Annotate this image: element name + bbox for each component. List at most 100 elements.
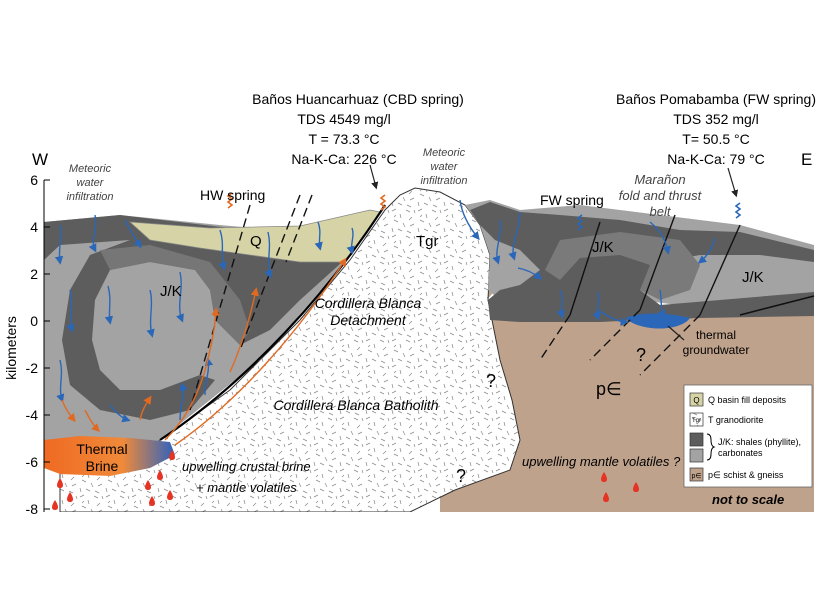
flow-arrow-blue [492, 219, 502, 265]
q-unit-label: Q [250, 233, 262, 250]
legend-swatch-jk-dark [689, 432, 704, 447]
volatile-droplet [57, 478, 63, 488]
svg-text:upwelling crustal brine: upwelling crustal brine [182, 459, 311, 474]
jk-west-label: J/K [160, 283, 182, 300]
flow-arrow-blue [66, 289, 75, 333]
y-tick-label: 4 [30, 219, 38, 235]
pomabamba-callout: Baños Pomabamba (FW spring) TDS 352 mg/l… [616, 91, 816, 167]
volatile-droplet [149, 496, 155, 506]
east-thrust [739, 295, 815, 316]
volatile-droplet [157, 470, 163, 480]
legend-text: Q basin fill deposits [708, 395, 787, 405]
east-label: E [801, 150, 812, 169]
volatile-droplet [167, 490, 173, 500]
svg-text:Thermal: Thermal [76, 441, 127, 457]
flow-arrow-blue [179, 382, 188, 421]
svg-text:infiltration: infiltration [420, 175, 467, 187]
svg-text:infiltration: infiltration [66, 191, 113, 203]
tgr-label: Tgr [416, 233, 439, 250]
flow-arrow-orange [229, 287, 259, 373]
detachment-label: Cordillera Blanca Detachment [315, 295, 422, 328]
flow-arrow-blue [697, 237, 716, 264]
y-axis [43, 179, 50, 512]
huancarhuaz-callout: Baños Huancarhuaz (CBD spring) TDS 4549 … [252, 91, 464, 167]
meteoric-west-label: Meteoric water infiltration [66, 163, 113, 203]
volatile-droplet [67, 492, 73, 502]
volatile-droplet [603, 492, 609, 502]
jk-east1-label: J/K [592, 239, 614, 256]
y-tick-labels: 6 4 2 0 -2 -4 -6 -8 [26, 172, 39, 517]
thermal-brine-body [44, 436, 175, 476]
legend-swatch-tgr [689, 412, 704, 427]
groundwater-callout-line [667, 325, 685, 341]
faults [159, 194, 815, 441]
fw-fault-2 [639, 214, 676, 311]
flow-arrow-blue [346, 227, 355, 255]
flow-arrow-blue [146, 289, 155, 338]
maranon-label: Marañon fold and thrust belt [619, 172, 703, 219]
svg-text:Cordillera Blanca: Cordillera Blanca [315, 295, 422, 311]
volatile-droplets [52, 450, 639, 510]
volatile-droplet [52, 500, 58, 510]
volatile-droplet [145, 480, 151, 490]
flow-arrow-blue [459, 199, 480, 241]
pomabamba-spring-squiggle [734, 202, 742, 219]
callout-line: Baños Huancarhuaz (CBD spring) [252, 91, 464, 107]
legend: Q Q basin fill deposits Tgr T granodiori… [683, 384, 813, 488]
flow-arrow-blue [204, 357, 214, 396]
fw-spring-squiggle [576, 214, 584, 231]
flow-arrow-blue [597, 309, 629, 327]
flow-arrow-blue [657, 289, 666, 319]
svg-text:water: water [431, 161, 459, 173]
jk-west-fold-band [100, 245, 250, 345]
flow-arrow-blue [264, 231, 273, 279]
flow-arrow-blue [88, 214, 97, 253]
y-tick-label: -6 [26, 454, 39, 470]
callout-line: Baños Pomabamba (FW spring) [616, 91, 816, 107]
legend-swatch-pe [689, 467, 704, 482]
upwelling-mantle-label: upwelling mantle volatiles ? [522, 454, 681, 469]
question-mark: ? [456, 466, 466, 486]
svg-text:fold and thrust: fold and thrust [619, 188, 703, 203]
volatile-droplet [601, 472, 607, 482]
flow-arrow-blue [54, 224, 64, 265]
flow-arrow-blue [56, 359, 65, 403]
svg-text:Meteoric: Meteoric [423, 147, 466, 159]
legend-swatch-pe-text: p∈ [692, 473, 702, 480]
flow-arrow-blue [104, 285, 114, 325]
fw-fault-1 [569, 221, 601, 316]
legend-text: p∈ schist & gneiss [708, 470, 784, 480]
hw-fault-3 [285, 194, 313, 263]
legend-text: J/K: shales (phyllite), [718, 437, 801, 447]
callout-line: Na-K-Ca: 226 °C [291, 151, 396, 167]
y-tick-label: 0 [30, 313, 38, 329]
fw-fault-3 [699, 224, 741, 316]
y-tick-label: -2 [26, 360, 39, 376]
flow-arrows [54, 199, 716, 446]
flow-arrow-blue [314, 221, 323, 251]
flow-arrow-orange [164, 307, 220, 441]
svg-text:belt: belt [650, 204, 672, 219]
jk-east-fold [545, 232, 700, 300]
volatile-droplet [169, 450, 175, 460]
svg-text:+ mantle volatiles: + mantle volatiles [196, 480, 297, 495]
upwelling-crustal-label: upwelling crustal brine + mantle volatil… [182, 459, 311, 495]
callout-line: TDS 4549 mg/l [297, 111, 390, 127]
flow-arrow-blue [218, 229, 227, 271]
legend-text: carbonates [718, 448, 763, 458]
callout-line: T = 73.3 °C [308, 131, 379, 147]
flow-arrow-orange [174, 257, 347, 446]
pe-unit-label: p∈ [596, 379, 622, 399]
fw-fault-2-dash [589, 309, 641, 361]
flow-arrow-blue [176, 271, 184, 323]
cbd-callout-arrow [369, 164, 379, 190]
flow-arrow-blue [517, 267, 543, 280]
spring-squiggles [226, 192, 742, 231]
thermal-brine-label: Thermal Brine [76, 441, 127, 474]
svg-text:Detachment: Detachment [330, 312, 407, 328]
callout-line: TDS 352 mg/l [673, 111, 759, 127]
fw-fault-3-dash [639, 314, 701, 376]
question-mark: ? [636, 345, 646, 365]
legend-brace [706, 433, 716, 461]
